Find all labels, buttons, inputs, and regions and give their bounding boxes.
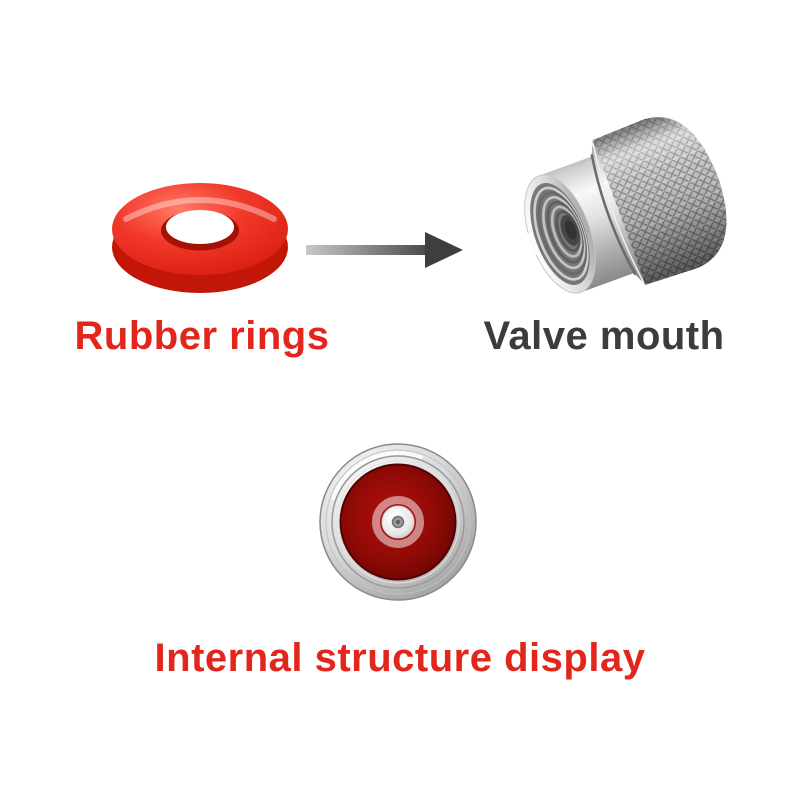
rubber-ring-icon (112, 183, 288, 293)
valve-top-view-icon (319, 443, 477, 601)
valve-mouth-label: Valve mouth (483, 314, 725, 358)
arrow-right-icon (306, 232, 463, 268)
internal-structure-label: Internal structure display (154, 636, 646, 680)
valve-cap-icon (524, 117, 727, 294)
rubber-rings-label: Rubber rings (74, 314, 330, 358)
